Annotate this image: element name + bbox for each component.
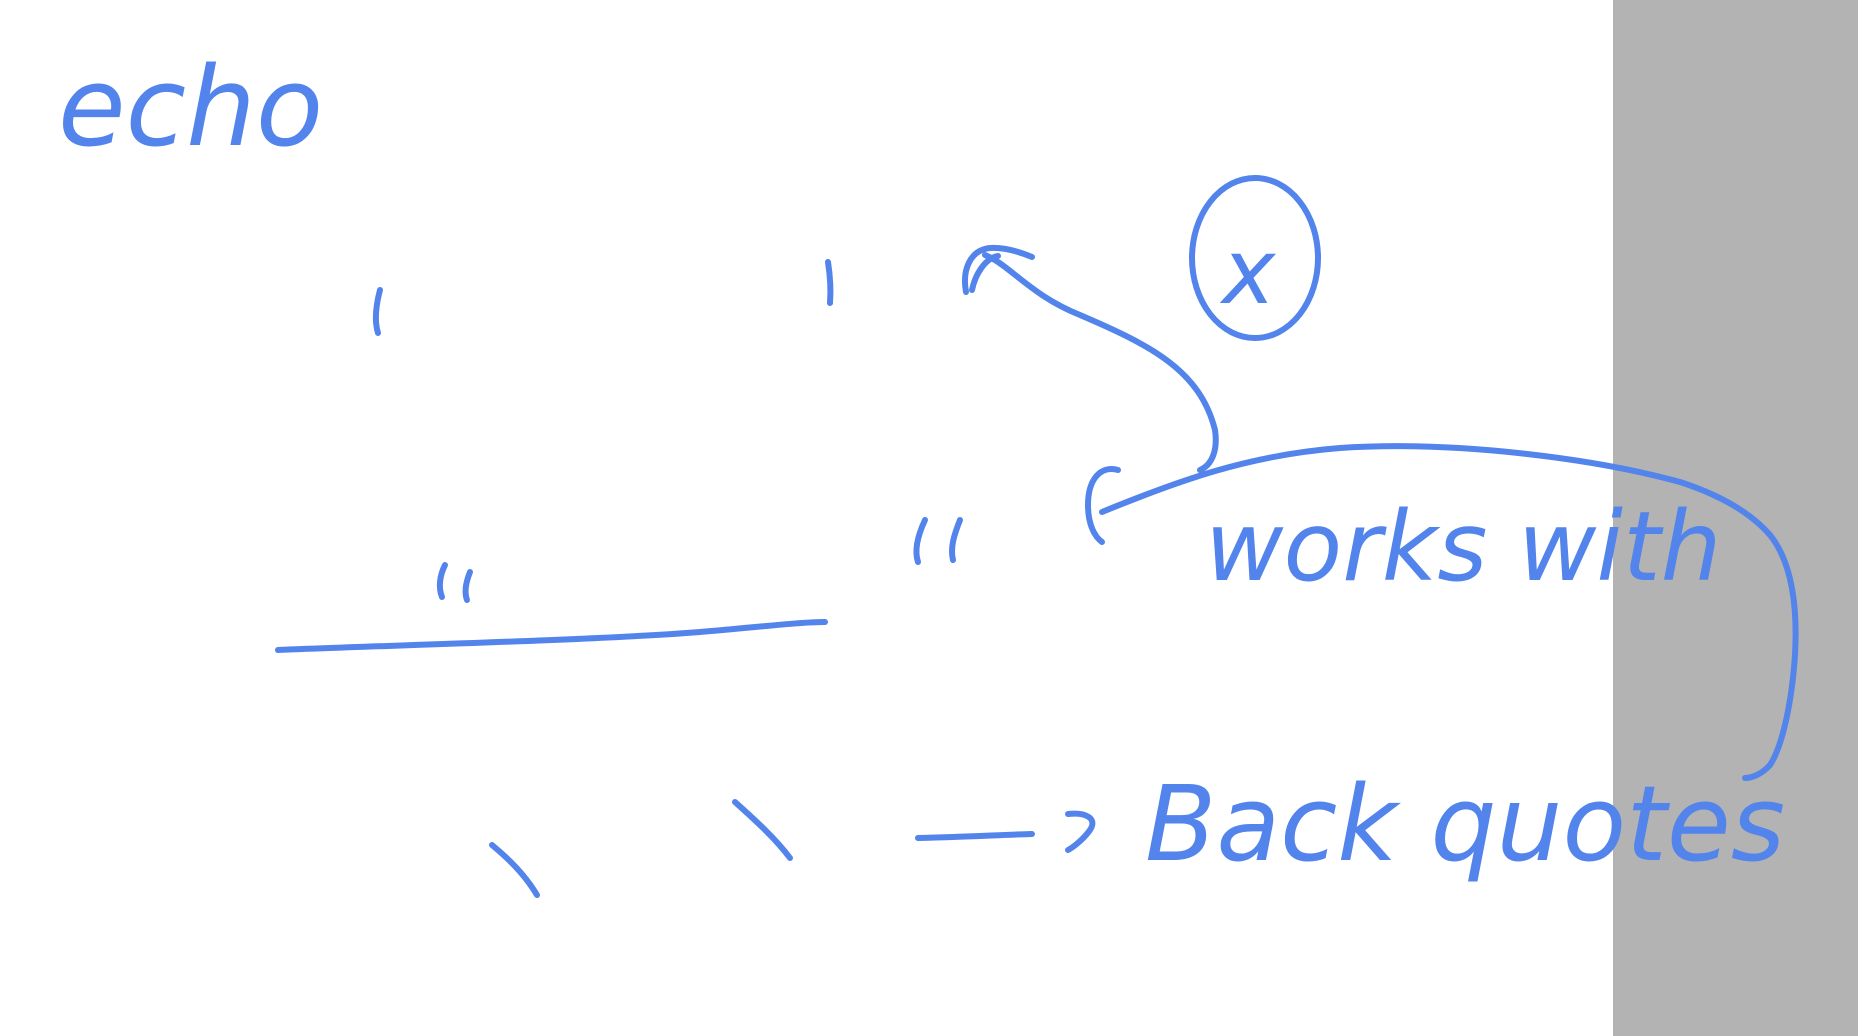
arrow-head (1065, 810, 1096, 853)
side-panel (1613, 0, 1858, 1036)
double-quote-right-b (948, 517, 963, 563)
annotation-back-quotes: Back quotes (1145, 763, 1785, 885)
arrow-curve-top (982, 252, 1219, 473)
single-quote-right (825, 259, 834, 306)
backtick-right (732, 799, 793, 861)
arc-connector (1099, 443, 1799, 781)
double-quote-left-b (462, 569, 473, 603)
double-quote-left-a (436, 562, 448, 600)
caret-mark (962, 244, 1035, 295)
circle-mark (1189, 175, 1321, 341)
title-echo: echo (58, 43, 323, 171)
arrow-line (915, 831, 1035, 841)
annotation-works-with: works with (1205, 491, 1722, 603)
circled-x: x (1219, 220, 1277, 325)
single-quote-left (372, 287, 383, 336)
underline-stroke (275, 619, 828, 653)
double-quote-right-a (913, 517, 928, 565)
backtick-left (489, 842, 540, 898)
arc-start-hook (1085, 466, 1121, 545)
